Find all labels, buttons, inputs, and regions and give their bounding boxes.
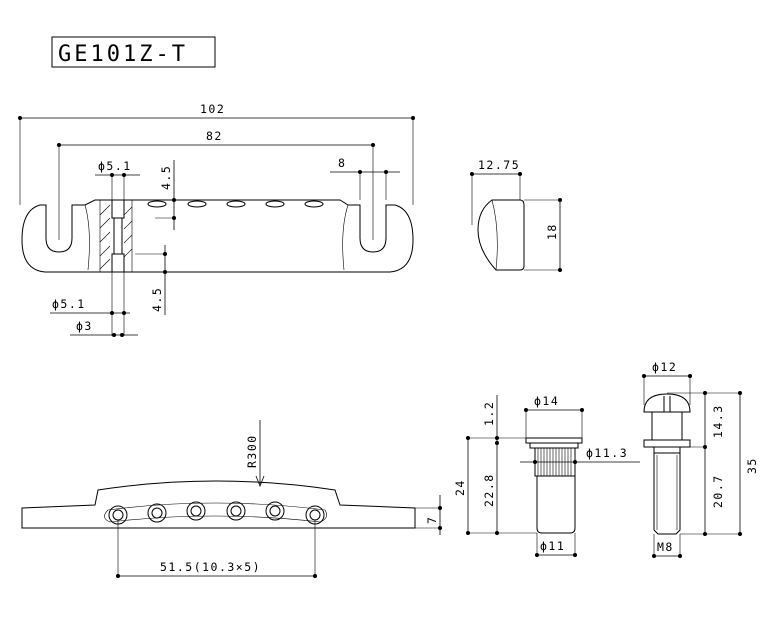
dim-bushing-total: 24	[453, 479, 467, 496]
title-block: GE101Z-T	[51, 36, 216, 68]
stud-view: ϕ12 14.3 20.7 35 M8	[642, 360, 759, 558]
dim-bushing-body: 22.8	[482, 473, 496, 507]
dim-bridge-height: 7	[425, 516, 439, 524]
dim-radius: R300	[245, 434, 259, 468]
dim-hole-dia-top: ϕ5.1	[98, 159, 132, 173]
dim-depth: 12.75	[478, 158, 520, 172]
bridge-view: R300 51.5(10.3×5) 7	[21, 420, 442, 578]
tailpiece-front-view: 102 82 8	[18, 102, 415, 337]
dim-stud-total: 35	[745, 457, 759, 474]
dim-bushing-flange-dia: ϕ14	[534, 394, 559, 408]
dim-bushing-knurl-dia: ϕ11.3	[586, 446, 628, 460]
dim-stud-head: 14.3	[711, 404, 725, 438]
dim-bushing-bottom-dia: ϕ11	[540, 539, 565, 553]
part-number: GE101Z-T	[58, 42, 188, 67]
dim-stud-thread: 20.7	[711, 474, 725, 508]
dim-bushing-flange: 1.2	[482, 401, 496, 426]
tailpiece-side-view: 12.75 18	[470, 158, 562, 272]
dim-total-width: 102	[200, 102, 225, 116]
dim-hole-top: 4.5	[159, 165, 173, 190]
dim-hole-dia-bottom: ϕ5.1	[52, 297, 86, 311]
dim-hole-dia-small: ϕ3	[76, 319, 93, 333]
dim-string-spacing: 51.5(10.3×5)	[160, 560, 261, 574]
dim-height: 18	[545, 223, 559, 240]
dim-stud-thread-spec: M8	[657, 540, 674, 554]
dim-stud-head-dia: ϕ12	[652, 360, 677, 374]
bushing-view: ϕ14 ϕ11.3 ϕ11 1.2 22.8 24	[453, 394, 640, 557]
dim-slot-width: 8	[338, 156, 346, 170]
dim-hole-bottom: 4.5	[150, 287, 164, 312]
dim-stud-spacing: 82	[206, 129, 223, 143]
saddle-holes	[108, 501, 325, 525]
